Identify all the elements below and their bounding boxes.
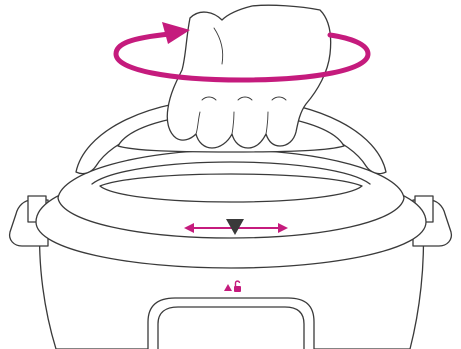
rotation-arrowhead [162, 22, 190, 44]
pot-front-panel [148, 298, 314, 349]
padlock-body [234, 286, 241, 292]
